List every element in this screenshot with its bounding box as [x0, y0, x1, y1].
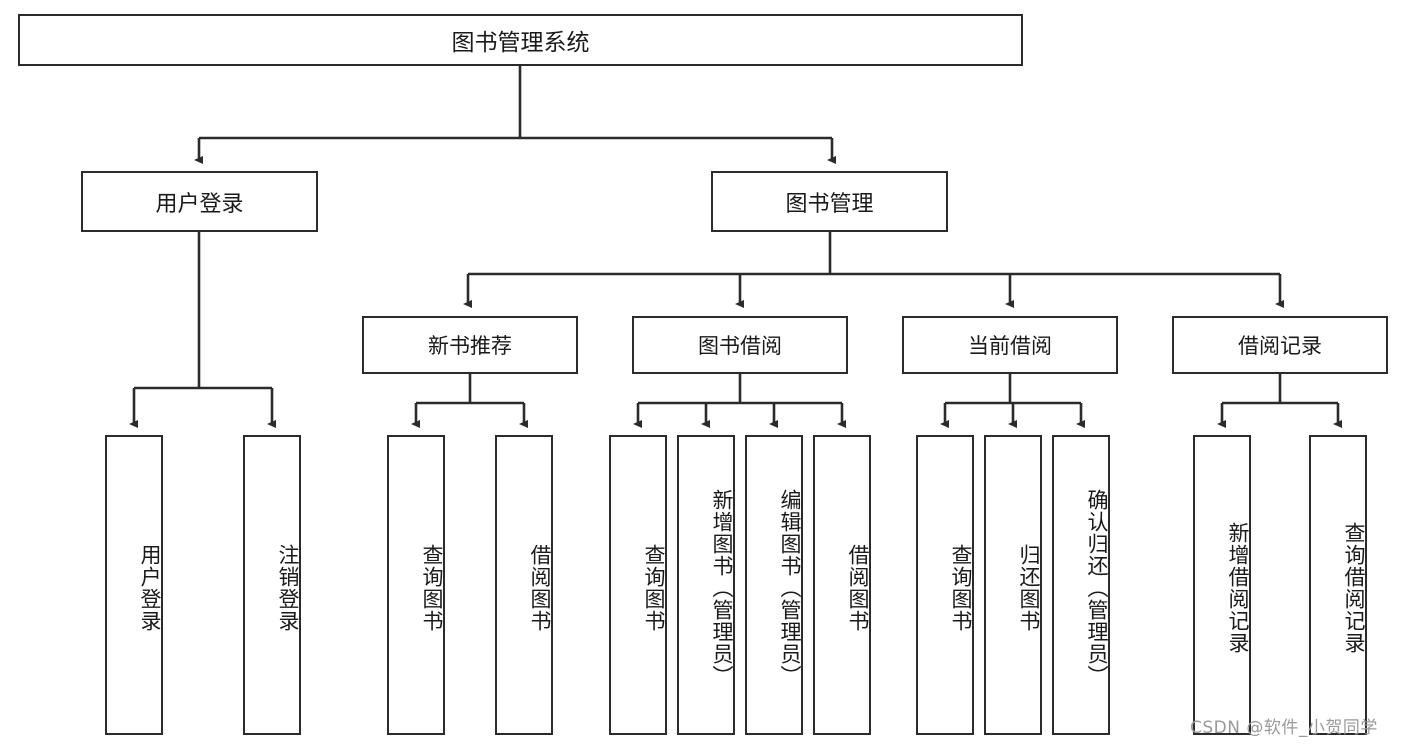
- node-label: 用户登录: [155, 191, 244, 217]
- node-borrow-record[interactable]: 借阅记录: [1172, 316, 1388, 374]
- leaf-borrow-record-query-record[interactable]: 查询借阅记录: [1309, 435, 1367, 735]
- node-label: 查询借阅记录: [1342, 522, 1366, 654]
- node-user-login[interactable]: 用户登录: [81, 171, 318, 232]
- leaf-book-borrow-borrow-book[interactable]: 借阅图书: [813, 435, 871, 735]
- node-label: 当前借阅: [968, 334, 1052, 358]
- node-new-book-recommend[interactable]: 新书推荐: [362, 316, 578, 374]
- node-book-borrow[interactable]: 图书借阅: [632, 316, 848, 374]
- node-root-book-management-system[interactable]: 图书管理系统: [18, 14, 1023, 66]
- node-label: 借阅图书: [528, 544, 552, 632]
- leaf-user-login-logout[interactable]: 注销登录: [243, 435, 301, 735]
- node-book-management[interactable]: 图书管理: [711, 171, 948, 232]
- node-label: 确认归还（管理员）: [1085, 489, 1109, 687]
- node-current-borrow[interactable]: 当前借阅: [902, 316, 1118, 374]
- node-label: 借阅图书: [846, 544, 870, 632]
- node-label: 图书管理: [785, 191, 874, 217]
- leaf-borrow-record-add-record[interactable]: 新增借阅记录: [1193, 435, 1251, 735]
- node-label: 借阅记录: [1238, 334, 1322, 358]
- leaf-new-book-borrow-book[interactable]: 借阅图书: [495, 435, 553, 735]
- leaf-current-borrow-return-book[interactable]: 归还图书: [984, 435, 1042, 735]
- leaf-book-borrow-query-book[interactable]: 查询图书: [609, 435, 667, 735]
- leaf-current-borrow-query-book[interactable]: 查询图书: [916, 435, 974, 735]
- leaf-new-book-query-book[interactable]: 查询图书: [387, 435, 445, 735]
- node-label: 新增借阅记录: [1226, 522, 1250, 654]
- node-label: 图书借阅: [698, 334, 782, 358]
- node-label: 编辑图书（管理员）: [778, 489, 802, 687]
- node-label: 归还图书: [1017, 544, 1041, 632]
- leaf-user-login-login[interactable]: 用户登录: [105, 435, 163, 735]
- node-label: 新书推荐: [428, 334, 512, 358]
- node-label: 查询图书: [949, 544, 973, 632]
- node-label: 查询图书: [420, 544, 444, 632]
- node-label: 新增图书（管理员）: [710, 489, 734, 687]
- node-label: 注销登录: [276, 544, 300, 632]
- node-label: 图书管理系统: [451, 30, 590, 56]
- csdn-watermark: CSDN @软件_小贺同学: [1190, 718, 1378, 738]
- leaf-book-borrow-add-book-admin[interactable]: 新增图书（管理员）: [677, 435, 735, 735]
- node-label: 用户登录: [138, 544, 162, 632]
- leaf-current-borrow-confirm-return-admin[interactable]: 确认归还（管理员）: [1052, 435, 1110, 735]
- node-label: 查询图书: [642, 544, 666, 632]
- leaf-book-borrow-edit-book-admin[interactable]: 编辑图书（管理员）: [745, 435, 803, 735]
